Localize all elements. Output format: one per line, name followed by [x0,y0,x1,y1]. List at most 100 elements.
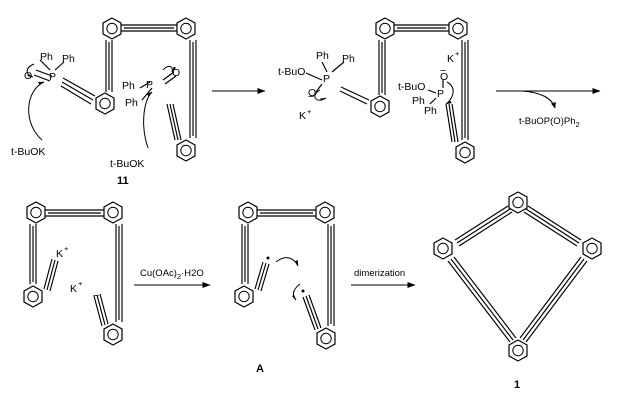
benzene-ring [316,327,336,350]
benzene-ring [234,285,254,308]
charge-label: − [93,290,99,302]
triple-bond [445,103,459,143]
phosphorane-intermediate-structure: t-BuO Ph Ph P O − K + K + t-BuO P O − Ph… [278,17,475,164]
compound-label-11: 11 [117,175,129,187]
byproduct-subscript: 2 [576,120,580,129]
atom-label: K [447,53,454,65]
diyne-chain [327,224,335,326]
byproduct-label: t-BuOP(O)Ph2 [519,116,580,129]
benzene-ring [23,285,43,308]
charge-label: − [308,91,314,103]
charge-label: + [64,244,69,253]
macrocycle-1-structure: 1 [433,191,602,391]
oxidant-main: Cu(OAc) [140,268,177,279]
bond [305,61,345,93]
dianion-structure: K + K + − [23,201,123,346]
atom-label: P [437,88,444,100]
benzene-ring [238,201,258,224]
atom-label: Ph [62,53,75,65]
charge-label: + [455,49,460,58]
bond [33,59,65,82]
diyne-chain [519,256,588,343]
triple-bond [302,294,322,331]
charge-label: − [440,65,446,77]
triple-bond [166,103,182,141]
oxidant-hydrate: ·H2O [181,268,204,279]
atom-label: Ph [125,97,138,109]
benzene-ring [508,339,528,362]
atom-label: K [299,110,306,122]
atom-label: P [323,73,330,85]
triple-bond [105,40,113,92]
dimerization-label: dimerization [354,268,405,279]
triple-bond [523,205,582,247]
atom-label: P [146,79,153,91]
benzene-ring [95,92,115,115]
oxidant-subscript: 2 [177,272,181,281]
triple-bond [339,86,370,105]
radical-coupling-arrow [275,257,301,301]
triple-bond [29,224,37,284]
reagent-label: t-BuOK [110,158,144,170]
diyne-chain [189,40,197,138]
benzene-ring [102,17,122,40]
triple-bond [121,24,177,32]
atom-label: t-BuO [398,81,425,93]
atom-label: t-BuO [278,66,305,78]
benzene-ring [455,141,475,164]
triple-bond [454,205,513,247]
diyne-chain [461,40,469,140]
compound-11-structure: Ph Ph P O P O Ph Ph t-BuOK t-BuOK 11 [11,17,197,187]
atom-label: O [308,87,316,99]
benzene-ring [582,237,602,260]
oxidant-label: Cu(OAc)2·H2O [140,268,204,281]
triple-bond [241,224,249,284]
reagent-label: t-BuOK [11,146,45,158]
triple-bond [394,24,449,32]
benzene-ring [375,17,395,40]
diyne-chain [115,224,123,322]
compound-label-1: 1 [514,379,520,391]
radical-dot [301,289,305,293]
charge-label: + [307,107,312,116]
triple-bond [45,209,104,217]
atom-label: Ph [40,51,53,63]
benzene-ring [176,17,196,40]
intermediate-a-structure: A [234,201,336,375]
benzene-ring [370,95,390,118]
benzene-ring [176,139,196,162]
radical-dot [266,256,270,260]
benzene-ring [433,237,453,260]
atom-label: Ph [342,53,355,65]
bond [427,80,444,105]
triple-bond [43,258,59,292]
triple-bond [93,293,109,327]
atom-label: O [440,71,448,83]
byproduct-main: t-BuOP(O)Ph [519,116,576,127]
benzene-ring [26,201,46,224]
triple-bond [257,209,316,217]
triple-bond [378,40,386,95]
mechanism-arrow [26,63,177,149]
benzene-ring [103,201,123,224]
atom-label: Ph [412,95,425,107]
atom-label: Ph [316,50,329,62]
benzene-ring [508,191,528,214]
mechanism-arrow [314,81,454,105]
diyne-chain [447,256,517,343]
benzene-ring [103,323,123,346]
atom-label: Ph [122,80,135,92]
benzene-ring [315,201,335,224]
compound-label-a: A [256,363,264,375]
triple-bond [254,261,270,292]
atom-label: P [49,71,56,83]
triple-bond [60,77,96,105]
atom-label: Ph [424,105,437,117]
byproduct-arrow [521,90,556,109]
atom-label: K [70,283,77,295]
benzene-ring [448,17,468,40]
atom-label: O [172,67,180,79]
charge-label: + [78,279,83,288]
atom-label: K [56,248,63,260]
